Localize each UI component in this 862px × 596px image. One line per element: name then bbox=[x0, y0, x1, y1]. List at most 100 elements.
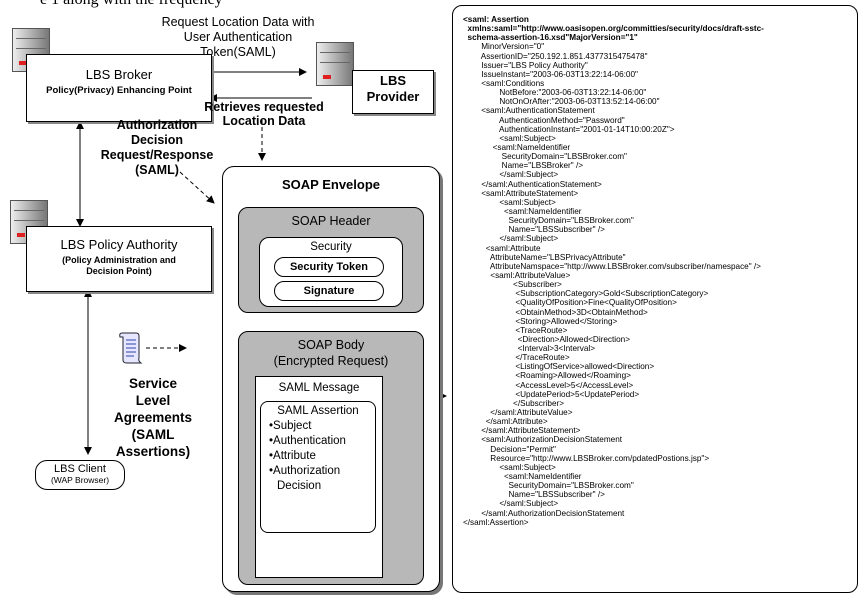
xml-line: <saml:Attribute bbox=[463, 243, 541, 253]
xml-line: Decision="Permit" bbox=[463, 444, 556, 454]
retrieves-label-line: Location Data bbox=[222, 114, 306, 128]
signature-pill: Signature bbox=[274, 281, 384, 301]
xml-line: </saml:AuthorizationDecisionStatement bbox=[463, 508, 625, 518]
xml-line: <AccessLevel>5</AccessLevel> bbox=[463, 380, 634, 390]
xml-line: <saml:Subject> bbox=[463, 133, 556, 143]
sla-label-line: Level bbox=[135, 393, 171, 408]
xml-line: <saml:NameIdentifier bbox=[463, 142, 571, 152]
provider-title-line: Provider bbox=[366, 89, 420, 104]
request-label: Request Location Data with User Authenti… bbox=[138, 15, 338, 60]
xml-line: </saml:Subject> bbox=[463, 499, 559, 509]
authz-label-line: Authorization bbox=[116, 118, 198, 132]
xml-line: AuthenticationInstant="2001-01-14T10:00:… bbox=[463, 124, 675, 134]
soap-header: SOAP Header Security Security Token Sign… bbox=[238, 207, 424, 313]
xml-line: <saml:Subject> bbox=[463, 462, 556, 472]
scroll-icon bbox=[119, 332, 143, 364]
saml-message-title: SAML Message bbox=[278, 382, 360, 394]
xml-line: Name="LBSSubscriber" /> bbox=[463, 490, 605, 500]
assertion-item: Decision bbox=[277, 480, 322, 492]
xml-line: <SubscriptionCategory>Gold<SubscriptionC… bbox=[463, 289, 709, 299]
soap-body-title-line: SOAP Body bbox=[297, 338, 365, 352]
xml-line: <ObtainMethod>3D<ObtainMethod> bbox=[463, 307, 648, 317]
xml-code: <saml: Assertion xmlns:saml="http://www.… bbox=[463, 15, 764, 527]
xml-line: <Interval>3<Interval> bbox=[463, 344, 595, 354]
security-box: Security Security Token Signature bbox=[259, 237, 403, 307]
xml-line: <saml:NameIdentifier bbox=[463, 472, 582, 482]
xml-line: </saml:AttributeStatement> bbox=[463, 426, 581, 436]
authz-label-line: (SAML) bbox=[135, 163, 179, 177]
authz-label-line: Request/Response bbox=[100, 148, 214, 162]
broker-subtitle: Policy(Privacy) Enhancing Point bbox=[46, 85, 192, 96]
xml-line: SecurityDomain="LBSBroker.com" bbox=[463, 152, 627, 162]
assertion-item: •Authentication bbox=[269, 435, 346, 447]
xml-line: NotBefore:"2003-06-03T13:22:14-06:00" bbox=[463, 88, 647, 98]
xml-line: <saml: Assertion bbox=[463, 15, 529, 24]
xml-line: </TraceRoute> bbox=[463, 353, 570, 363]
assertion-item: •Attribute bbox=[269, 450, 316, 462]
xml-line: Name="LBSBroker" /> bbox=[463, 161, 584, 171]
xml-line: Name="LBSSubscriber" /> bbox=[463, 225, 605, 235]
retrieves-label: Retrieves requested Location Data bbox=[196, 100, 332, 128]
client-box: LBS Client (WAP Browser) bbox=[35, 460, 125, 490]
xml-line: NotOnOrAfter:"2003-06-03T13:52:14-06:00" bbox=[463, 97, 660, 107]
soap-body-title: SOAP Body (Encrypted Request) bbox=[239, 337, 423, 369]
xml-line: <saml:AuthenticationStatement bbox=[463, 106, 595, 116]
authority-subtitle-line: Decision Point) bbox=[86, 266, 152, 276]
xml-line: </saml:AttributeValue> bbox=[463, 408, 573, 418]
xml-panel bbox=[452, 5, 858, 593]
xml-line: xmlns:saml="http://www.oasisopen.org/com… bbox=[463, 24, 764, 34]
authority-title: LBS Policy Authority bbox=[60, 237, 178, 252]
xml-line: SecurityDomain="LBSBroker.com" bbox=[463, 216, 634, 226]
xml-line: </saml:Subject> bbox=[463, 234, 559, 244]
xml-line: </saml:AuthenticationStatement> bbox=[463, 179, 602, 189]
xml-line: <saml:AttributeStatement> bbox=[463, 188, 579, 198]
request-label-line: User Authentication bbox=[183, 30, 293, 44]
xml-line: <saml:AttributeValue> bbox=[463, 270, 571, 280]
provider-box: LBS Provider bbox=[352, 70, 434, 114]
xml-line: schema-assertion-16.xsd"MajorVersion="1" bbox=[463, 33, 638, 43]
security-title: Security bbox=[310, 241, 352, 253]
soap-envelope: SOAP Envelope SOAP Header Security Secur… bbox=[222, 166, 440, 592]
authority-subtitle: (Policy Administration and Decision Poin… bbox=[27, 255, 211, 277]
authority-subtitle-line: (Policy Administration and bbox=[62, 255, 176, 265]
xml-line: Issuer="LBS Policy Authority" bbox=[463, 60, 588, 70]
sla-label-line: Assertions) bbox=[115, 444, 191, 459]
broker-title: LBS Broker bbox=[85, 67, 153, 82]
xml-line: AssertionID="250.192.1.851.4377315475478… bbox=[463, 51, 648, 61]
xml-line: </saml:Assertion> bbox=[463, 517, 529, 527]
xml-line: <Storing>Allowed</Storing> bbox=[463, 316, 618, 326]
authz-label: Authorization Decision Request/Response … bbox=[92, 118, 222, 178]
sla-label-line: Service bbox=[128, 376, 178, 391]
sla-label-line: Agreements bbox=[113, 410, 193, 425]
xml-line: <saml:Subject> bbox=[463, 197, 556, 207]
saml-assertion-box: SAML Assertion •Subject •Authentication … bbox=[260, 401, 376, 533]
soap-envelope-title: SOAP Envelope bbox=[281, 177, 380, 192]
soap-body-title-line: (Encrypted Request) bbox=[273, 354, 389, 368]
saml-message-box: SAML Message SAML Assertion •Subject •Au… bbox=[255, 376, 383, 578]
soap-body: SOAP Body (Encrypted Request) SAML Messa… bbox=[238, 331, 424, 585]
xml-line: <UpdatePeriod>5<UpdatePeriod> bbox=[463, 389, 640, 399]
broker-box: LBS Broker Policy(Privacy) Enhancing Poi… bbox=[26, 54, 212, 122]
xml-line: <saml:NameIdentifier bbox=[463, 206, 582, 216]
provider-title-line: LBS bbox=[380, 73, 406, 88]
xml-line: <saml:AuthorizationDecisionStatement bbox=[463, 435, 623, 445]
sla-label-line: (SAML bbox=[131, 427, 175, 442]
xml-line: IssueInstant="2003-06-03T13:22:14-06:00" bbox=[463, 69, 638, 79]
xml-line: <Subscriber> bbox=[463, 280, 562, 290]
sla-label: Service Level Agreements (SAML Assertion… bbox=[98, 375, 208, 460]
security-token-pill: Security Token bbox=[274, 257, 384, 277]
retrieves-label-line: Retrieves requested bbox=[204, 100, 324, 114]
xml-line: AuthenticationMethod="Password" bbox=[463, 115, 625, 125]
xml-line: </saml:Subject> bbox=[463, 170, 559, 180]
xml-line: SecurityDomain="LBSBroker.com" bbox=[463, 481, 634, 491]
xml-line: AttributeName="LBSPrivacyAttribute" bbox=[463, 252, 626, 262]
provider-server-icon bbox=[316, 42, 354, 86]
authz-label-line: Decision bbox=[130, 133, 184, 147]
saml-assertion-title: SAML Assertion bbox=[277, 405, 359, 417]
xml-line: <TraceRoute> bbox=[463, 325, 568, 335]
request-label-line: Request Location Data with bbox=[161, 15, 315, 29]
client-subtitle: (WAP Browser) bbox=[50, 475, 110, 485]
request-label-line: Token(SAML) bbox=[200, 45, 276, 59]
assertion-item: •Subject bbox=[269, 420, 312, 432]
xml-line: Resource="http://www.LBSBroker.com/pdate… bbox=[463, 453, 710, 463]
